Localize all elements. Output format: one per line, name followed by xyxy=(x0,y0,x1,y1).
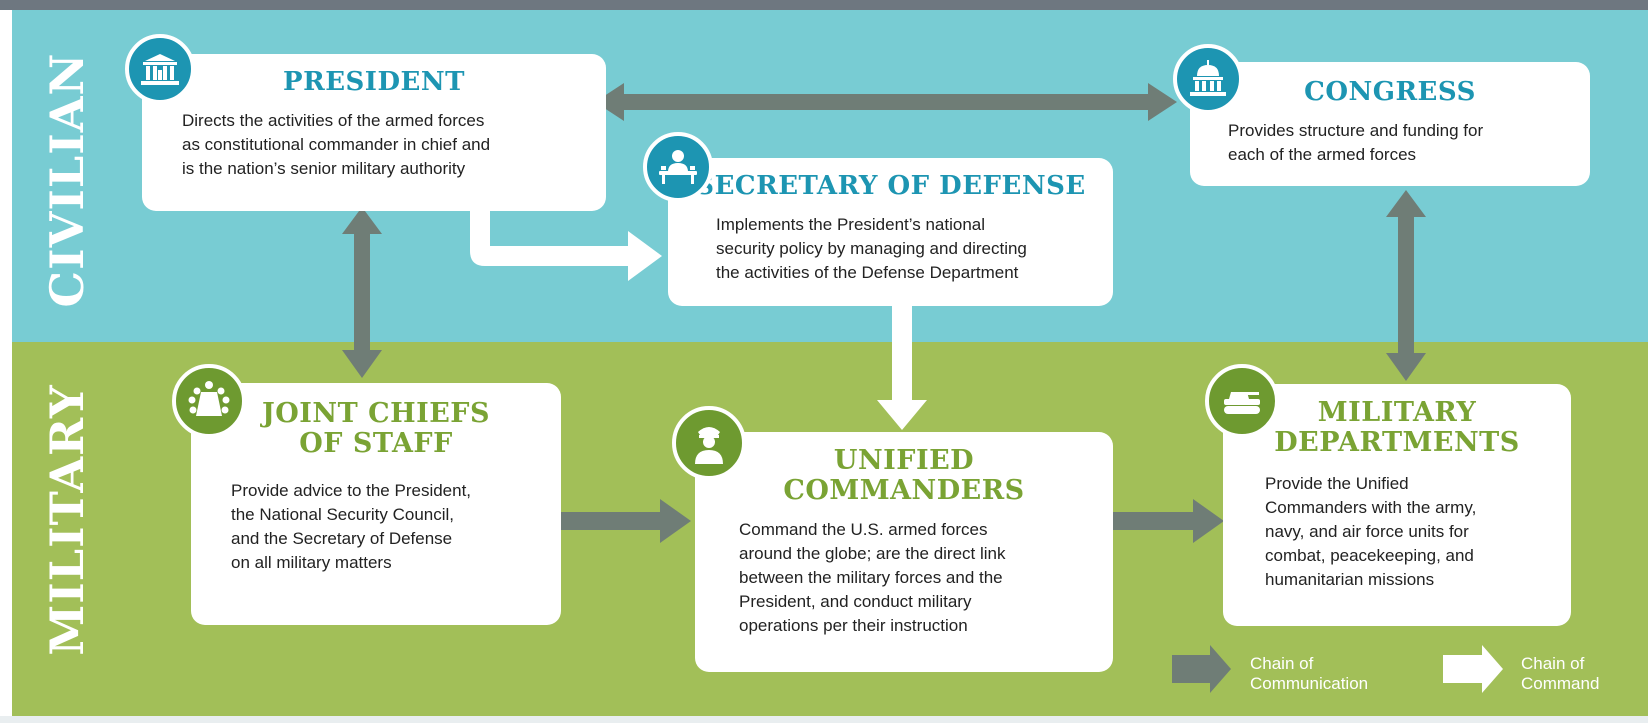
unified-line-1: Command the U.S. armed forces xyxy=(739,520,988,539)
capitol-icon xyxy=(1173,44,1243,114)
depts-title: MILITARY DEPARTMENTS xyxy=(1223,397,1571,459)
jcs-title-line-1: JOINT CHIEFS xyxy=(262,398,490,429)
unified-line-5: operations per their instruction xyxy=(739,616,968,635)
depts-title-line-1: MILITARY xyxy=(1317,397,1477,428)
arrow-president-congress xyxy=(595,83,1177,121)
bottom-border xyxy=(0,716,1648,723)
jcs-box: JOINT CHIEFS OF STAFF Provide advice to … xyxy=(191,383,561,625)
arrow-unified-depts xyxy=(1110,499,1224,543)
arrow-congress-depts xyxy=(1386,190,1426,381)
legend-communication-label: Chain of Communication xyxy=(1250,654,1368,694)
secdef-box: SECRETARY OF DEFENSE Implements the Pres… xyxy=(668,158,1113,306)
congress-title: CONGRESS xyxy=(1304,77,1476,107)
secdef-description: Implements the President’s national secu… xyxy=(716,213,1027,285)
depts-line-5: humanitarian missions xyxy=(1265,570,1435,589)
top-border xyxy=(0,0,1648,10)
conference-table-icon xyxy=(172,364,246,438)
secdef-line-3: the activities of the Defense Department xyxy=(716,263,1019,282)
legend-command-label: Chain of Command xyxy=(1521,654,1599,694)
president-line-1: Directs the activities of the armed forc… xyxy=(182,111,485,130)
depts-line-1: Provide the Unified xyxy=(1265,474,1409,493)
president-description: Directs the activities of the armed forc… xyxy=(182,109,490,181)
jcs-line-3: and the Secretary of Defense xyxy=(231,529,453,548)
unified-title-line-1: UNIFIED xyxy=(833,445,975,476)
depts-box: MILITARY DEPARTMENTS Provide the Unified… xyxy=(1223,384,1571,626)
secdef-title: SECRETARY OF DEFENSE xyxy=(695,171,1086,201)
unified-title-line-2: COMMANDERS xyxy=(783,475,1025,507)
legend-command-line-2: Command xyxy=(1521,674,1600,693)
unified-line-3: between the military forces and the xyxy=(739,568,1003,587)
depts-line-4: combat, peacekeeping, and xyxy=(1265,546,1474,565)
person-at-desk-icon xyxy=(643,132,713,202)
legend-command-line-1: Chain of xyxy=(1521,654,1585,673)
depts-title-line-2: DEPARTMENTS xyxy=(1274,427,1520,459)
congress-description: Provides structure and funding for each … xyxy=(1228,119,1483,167)
president-title: PRESIDENT xyxy=(283,67,465,97)
secdef-line-2: security policy by managing and directin… xyxy=(716,239,1027,258)
depts-line-2: Commanders with the army, xyxy=(1265,498,1477,517)
jcs-title: JOINT CHIEFS OF STAFF xyxy=(191,398,561,460)
depts-line-3: navy, and air force units for xyxy=(1265,522,1469,541)
jcs-description: Provide advice to the President, the Nat… xyxy=(231,479,471,575)
arrow-secdef-unified xyxy=(877,300,927,430)
depts-description: Provide the Unified Commanders with the … xyxy=(1265,472,1476,592)
president-box: PRESIDENT Directs the activities of the … xyxy=(142,54,606,211)
congress-box: CONGRESS Provides structure and funding … xyxy=(1190,62,1590,186)
arrow-jcs-unified xyxy=(560,499,691,543)
secdef-line-1: Implements the President’s national xyxy=(716,215,986,234)
legend-communication-arrow xyxy=(1172,645,1231,693)
jcs-title-line-2: OF STAFF xyxy=(299,428,453,460)
unified-line-2: around the globe; are the direct link xyxy=(739,544,1006,563)
legend-command-arrow xyxy=(1443,645,1503,693)
jcs-line-4: on all military matters xyxy=(231,553,392,572)
congress-line-1: Provides structure and funding for xyxy=(1228,121,1484,140)
white-house-icon xyxy=(125,34,195,104)
unified-box: UNIFIED COMMANDERS Command the U.S. arme… xyxy=(695,432,1113,672)
legend-communication-line-1: Chain of xyxy=(1250,654,1314,673)
jcs-line-1: Provide advice to the President, xyxy=(231,481,472,500)
unified-line-4: President, and conduct military xyxy=(739,592,972,611)
unified-description: Command the U.S. armed forces around the… xyxy=(739,518,1006,638)
congress-line-2: each of the armed forces xyxy=(1228,145,1417,164)
officer-icon xyxy=(672,406,746,480)
jcs-line-2: the National Security Council, xyxy=(231,505,455,524)
arrow-president-secdef xyxy=(470,200,662,281)
arrow-president-jcs xyxy=(342,207,382,378)
president-line-2: as constitutional commander in chief and xyxy=(182,135,491,154)
legend-communication-line-2: Communication xyxy=(1250,674,1369,693)
tank-icon xyxy=(1205,364,1279,438)
president-line-3: is the nation’s senior military authorit… xyxy=(182,159,466,178)
unified-title: UNIFIED COMMANDERS xyxy=(695,445,1113,507)
